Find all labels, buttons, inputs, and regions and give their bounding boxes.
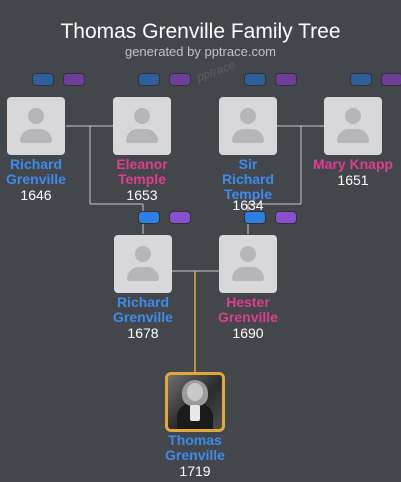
name-line: Temple: [118, 171, 166, 187]
birth-year: 1651: [337, 172, 369, 188]
portrait-image: [165, 372, 225, 432]
person-card-richard-grenville-1646[interactable]: Richard Grenville 1646: [0, 97, 96, 203]
expand-father-button[interactable]: [138, 73, 160, 86]
person-name: Richard Grenville: [83, 295, 203, 325]
name-line: Grenville: [6, 171, 66, 187]
person-card-eleanor-temple-1653[interactable]: Eleanor Temple 1653: [82, 97, 202, 203]
birth-year: 1719: [179, 463, 211, 479]
person-silhouette-icon: [324, 97, 382, 155]
person-name: Sir Richard Temple: [188, 157, 308, 202]
expand-father-button[interactable]: [244, 211, 266, 224]
name-line: Grenville: [165, 447, 225, 463]
person-silhouette-icon: [219, 235, 277, 293]
name-line: Mary Knapp: [312, 156, 394, 172]
person-name: Thomas Grenville: [135, 433, 255, 463]
name-line: Sir: [238, 156, 258, 172]
expand-mother-button[interactable]: [275, 73, 297, 86]
expand-mother-button[interactable]: [275, 211, 297, 224]
expand-mother-button[interactable]: [169, 211, 191, 224]
person-card-richard-grenville-1678[interactable]: Richard Grenville 1678: [83, 235, 203, 341]
birth-year: 1653: [126, 187, 158, 203]
person-card-thomas-grenville-1719[interactable]: Thomas Grenville 1719: [135, 372, 255, 479]
name-line: Richard: [9, 156, 63, 172]
expand-mother-button[interactable]: [169, 73, 191, 86]
birth-year: 1690: [232, 325, 264, 341]
birth-year: 1678: [127, 325, 159, 341]
expand-mother-button[interactable]: [63, 73, 85, 86]
person-name: Hester Grenville: [188, 295, 308, 325]
name-line: Richard: [116, 294, 170, 310]
name-line: Eleanor: [116, 156, 168, 172]
birth-year: 1634: [232, 197, 264, 213]
person-card-hester-grenville-1690[interactable]: Hester Grenville 1690: [188, 235, 308, 341]
person-silhouette-icon: [114, 235, 172, 293]
person-card-sir-richard-temple-1634[interactable]: Sir Richard Temple 1634: [188, 97, 308, 213]
expand-father-button[interactable]: [350, 73, 372, 86]
page-title: Thomas Grenville Family Tree: [60, 20, 341, 43]
expand-father-button[interactable]: [32, 73, 54, 86]
person-name: Richard Grenville: [0, 157, 96, 187]
expand-mother-button[interactable]: [381, 73, 401, 86]
name-line: Grenville: [218, 309, 278, 325]
person-silhouette-icon: [113, 97, 171, 155]
name-line: Thomas: [168, 432, 222, 448]
page-subtitle: generated by pptrace.com: [124, 44, 277, 59]
person-silhouette-icon: [7, 97, 65, 155]
person-name: Mary Knapp: [293, 157, 401, 172]
person-card-mary-knapp-1651[interactable]: Mary Knapp 1651: [293, 97, 401, 188]
name-line: Grenville: [113, 309, 173, 325]
person-name: Eleanor Temple: [82, 157, 202, 187]
name-line: Hester: [226, 294, 270, 310]
person-silhouette-icon: [219, 97, 277, 155]
expand-father-button[interactable]: [244, 73, 266, 86]
birth-year: 1646: [20, 187, 52, 203]
name-line: Temple: [224, 186, 272, 202]
name-line: Richard: [221, 171, 275, 187]
expand-father-button[interactable]: [138, 211, 160, 224]
